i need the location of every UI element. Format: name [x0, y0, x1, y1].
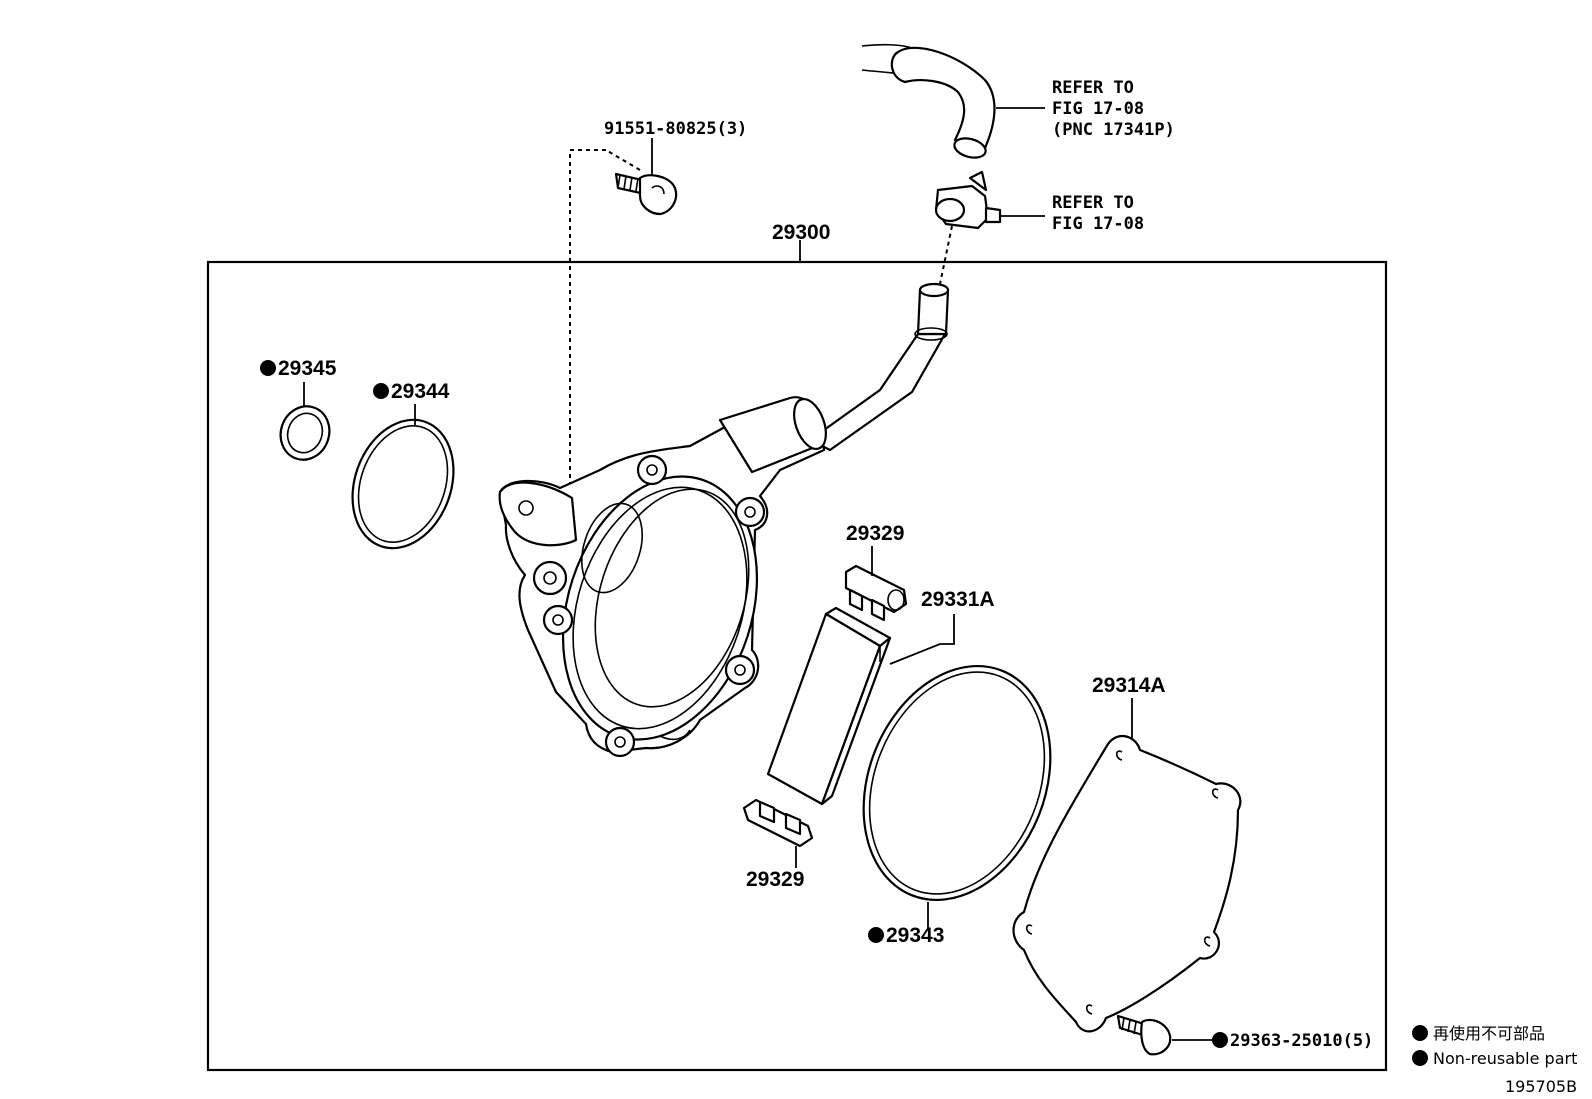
legend-marker-japanese	[1412, 1025, 1428, 1041]
seal-bottom-part[interactable]	[742, 798, 814, 868]
bolt-cover-part[interactable]	[1116, 1014, 1212, 1056]
non-reusable-marker-oring-medium	[373, 383, 389, 399]
assembly-frame	[206, 260, 1388, 1072]
label-cover: 29314A	[1092, 674, 1166, 697]
legend-japanese: 再使用不可部品	[1433, 1024, 1545, 1043]
hose-part[interactable]	[861, 43, 1045, 161]
label-refer-clip-line2: FIG 17-08	[1052, 214, 1144, 234]
label-refer-hose-line1: REFER TO	[1052, 78, 1134, 98]
label-assembly: 29300	[772, 221, 830, 244]
oring-large-part[interactable]	[830, 638, 1084, 930]
legend-marker-english	[1412, 1050, 1428, 1066]
seal-top-part[interactable]	[844, 546, 908, 622]
oring-small-part[interactable]	[273, 382, 337, 467]
non-reusable-marker-oring-large	[868, 927, 884, 943]
label-refer-hose-line3: (PNC 17341P)	[1052, 120, 1175, 140]
label-refer-clip-line1: REFER TO	[1052, 193, 1134, 213]
clip-dashed-guide	[939, 225, 953, 285]
label-bolt-cover: 29363-25010(5)	[1230, 1031, 1373, 1051]
cover-part[interactable]	[1012, 698, 1242, 1033]
figure-id: 195705B	[1505, 1077, 1577, 1096]
label-bolt-top: 91551-80825(3)	[604, 119, 747, 139]
label-refer-hose-line2: FIG 17-08	[1052, 99, 1144, 119]
hose-clip-part[interactable]	[934, 170, 1045, 230]
bolt-top-part[interactable]	[614, 138, 678, 216]
label-oring-small: 29345	[278, 357, 337, 380]
non-reusable-marker-oring-small	[260, 360, 276, 376]
pump-housing-part[interactable]	[498, 282, 950, 765]
bolt-dashed-guide	[569, 149, 606, 536]
legend-english: Non-reusable part	[1433, 1049, 1577, 1068]
non-reusable-marker-bolt-cover	[1212, 1032, 1228, 1048]
label-seal-top: 29329	[846, 522, 904, 545]
label-oring-medium: 29344	[391, 380, 450, 403]
label-seal-bottom: 29329	[746, 868, 804, 891]
label-oring-large: 29343	[886, 924, 944, 947]
vane-part[interactable]	[766, 606, 955, 806]
label-vane: 29331A	[921, 588, 995, 611]
oring-medium-part[interactable]	[335, 404, 470, 562]
